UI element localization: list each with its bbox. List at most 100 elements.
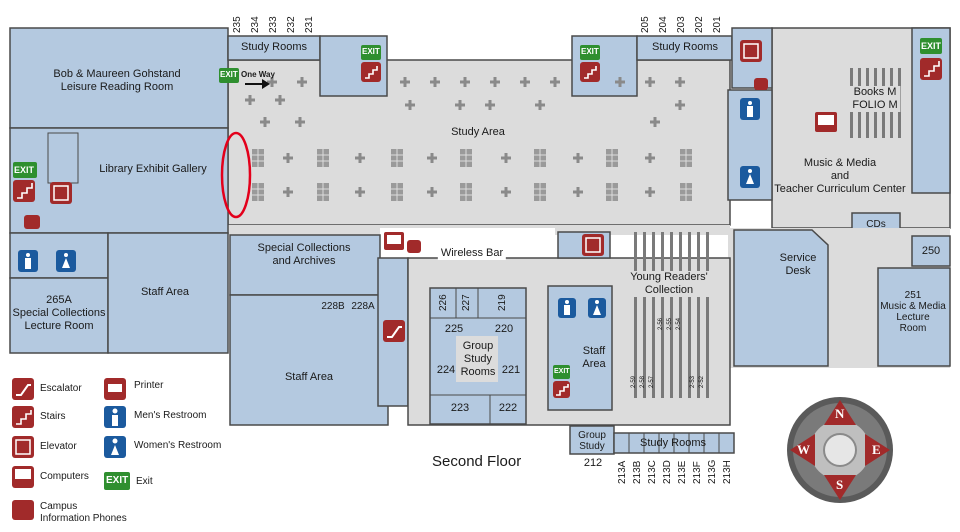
room-225-label: 225 [444,323,464,335]
exit-sign-right-tower [580,45,600,60]
escalator-icon [383,320,405,342]
young-readers-shelves [634,232,709,398]
room-number-204: 204 [658,16,669,33]
room-number-213h: 213H [722,460,733,484]
legend-elevator: Elevator [40,441,77,452]
legend-stairs: Stairs [40,411,66,422]
compass-rose [787,397,893,503]
room-223-label: 223 [450,402,470,414]
special-collections-label: Special Collections and Archives [257,242,351,267]
one-way-arrow [245,79,270,89]
exit-sign-left-tower [361,45,381,60]
computer-icon [384,112,837,250]
highlight-ellipse [220,131,252,219]
shelf-label-2-59: 2-59 [631,375,637,388]
room-number-205: 205 [640,16,651,33]
room-226-label: 226 [438,294,449,311]
compass-east: E [872,442,881,457]
legend-computers: Computers [40,471,89,482]
compass-west: W [797,442,810,457]
cds-label: CDs [866,219,886,230]
room-228a-label: 228A [351,301,375,312]
study-rooms-top-left-label: Study Rooms [240,41,308,53]
room-number-213a: 213A [617,460,628,484]
shelf-label-2-57: 2-57 [649,375,655,388]
compass-south: S [836,477,844,492]
room-number-235: 235 [232,16,243,33]
room-number-213d: 213D [662,460,673,484]
shelf-label-2-56: 2-56 [658,317,664,330]
east-stair-block [911,27,951,194]
room-number-231: 231 [304,16,315,33]
staff-area-bottom-room [229,294,389,426]
staff-area-small-label: Staff Area [582,345,606,370]
shelf-label-2-58: 2-58 [640,375,646,388]
exit-text-west: EXIT [14,165,35,175]
young-readers-label: Young Readers' Collection [627,271,711,297]
study-rooms-top-right-label: Study Rooms [651,41,719,53]
legend-womens: Women's Restroom [134,440,222,451]
legend-phones: Campus Information Phones [40,501,127,524]
elevator-icon [50,40,762,256]
exit-text-legend: EXIT [106,475,129,486]
wireless-bar-label: Wireless Bar [437,247,507,260]
books-m-label: Books M FOLIO M [849,86,901,112]
exit-text-staff-small: EXIT [554,368,570,375]
room-224-label: 224 [436,364,456,376]
room-number-213b: 213B [632,460,643,484]
lecture-room-265a-label: 265A Special Collections Lecture Room [12,294,106,332]
exit-text-top-left: EXIT [220,70,238,79]
exit-sign-top-left [219,68,239,83]
room-251-label: 251 Music & Media Lecture Room [880,290,946,334]
exhibit-gallery-room [9,127,229,234]
legend-exit: Exit [136,476,153,487]
room-220-label: 220 [494,323,514,335]
legend-printer: Printer [134,380,164,391]
room-219-label: 219 [497,294,508,311]
music-media-label: Music & Media and Teacher Curriculum Cen… [774,157,906,195]
staff-area-left-room [107,232,229,354]
legend-icons [12,378,130,520]
legend-mens: Men's Restroom [134,410,207,421]
shelf-label-2-52: 2-52 [699,375,705,388]
floor-title: Second Floor [432,453,522,470]
one-way-label: One Way [241,70,275,79]
room-number-213c: 213C [647,460,658,484]
room-212-label: 212 [583,457,603,469]
exit-text-left-tower: EXIT [362,47,380,56]
room-222-label: 222 [498,402,518,414]
lecture-room-265a [9,277,109,354]
special-collections-room [229,234,381,296]
room-227-label: 227 [461,294,472,311]
group-study-rooms-label: Group Study Rooms [460,340,496,378]
room-number-203: 203 [676,16,687,33]
room-number-213g: 213G [707,459,718,484]
service-desk-room [733,229,829,367]
exit-text-right-tower: EXIT [581,47,599,56]
phone-icon [24,78,768,253]
study-area-label: Study Area [451,126,505,138]
exit-sign-east [920,38,942,54]
exit-sign-staff-small [553,365,570,379]
room-250-box [911,235,951,267]
room-number-201: 201 [712,16,723,33]
room-number-233: 233 [268,16,279,33]
exit-text-east: EXIT [921,41,942,51]
exit-sign-west [13,162,37,178]
study-rooms-bottom-label: Study Rooms [639,437,707,449]
group-study-212-label: Group Study [578,430,606,452]
room-251-box [877,267,951,367]
staff-area-left-label: Staff Area [140,286,190,298]
leisure-reading-label: Bob & Maureen Gohstand Leisure Reading R… [53,68,181,93]
room-number-234: 234 [250,16,261,33]
room-number-232: 232 [286,16,297,33]
stairs-icon [13,58,942,398]
room-250-label: 250 [921,245,941,257]
group-study-label-box [456,336,498,382]
legend-escalator: Escalator [40,383,82,394]
room-number-213f: 213F [692,461,703,484]
study-area-floor [227,59,731,226]
room-number-202: 202 [694,16,705,33]
group-study-212-box [569,425,615,455]
